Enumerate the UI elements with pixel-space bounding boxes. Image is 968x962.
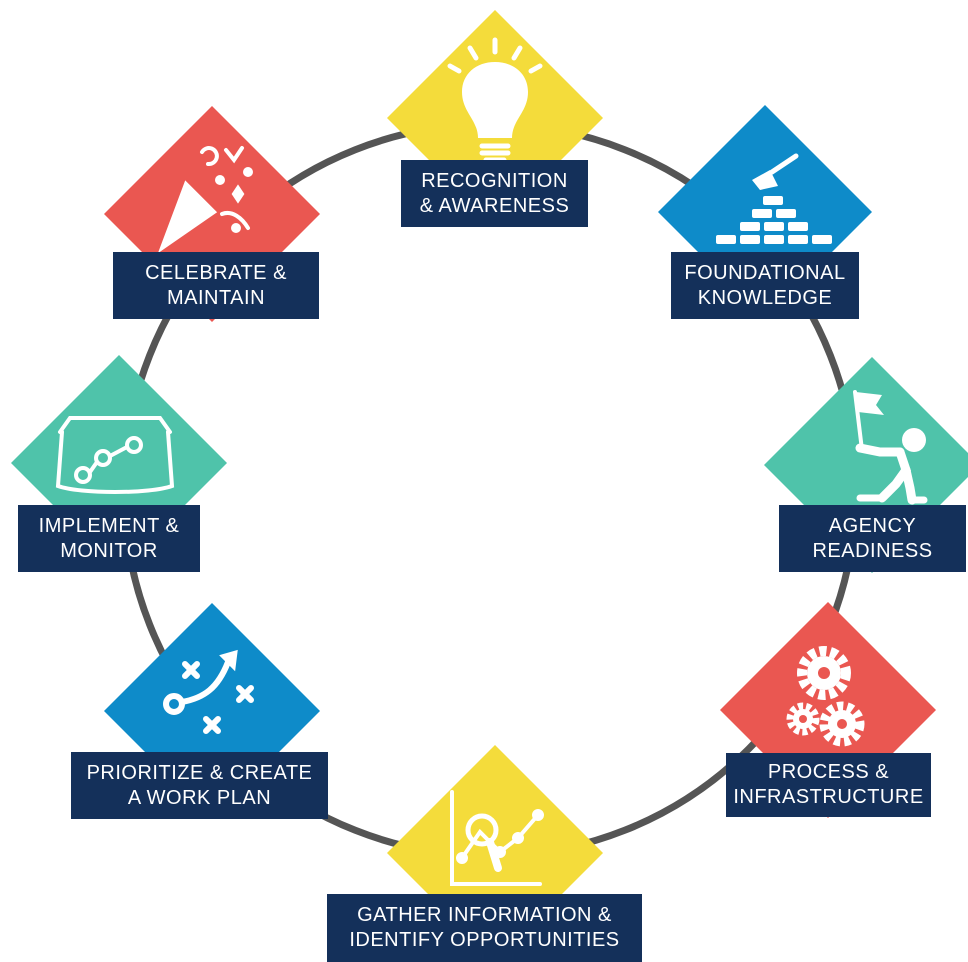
recognition-label: RECOGNITION & AWARENESS — [401, 160, 588, 227]
agency-label-line1: AGENCY — [828, 514, 917, 537]
implement-label-line1: IMPLEMENT & — [38, 514, 180, 537]
foundational-label-line2: KNOWLEDGE — [697, 286, 833, 309]
prioritize-label: PRIORITIZE & CREATE A WORK PLAN — [71, 752, 328, 819]
gather-label-line1: GATHER INFORMATION & — [357, 904, 612, 926]
celebrate-label-line2: MAINTAIN — [166, 286, 266, 309]
gather-label-line2: IDENTIFY OPPORTUNITIES — [349, 929, 620, 951]
prioritize-label-line1: PRIORITIZE & CREATE — [86, 761, 313, 784]
process-label-line2: INFRASTRUCTURE — [733, 786, 924, 808]
implement-label: IMPLEMENT & MONITOR — [18, 505, 200, 572]
recognition-label-line1: RECOGNITION — [421, 169, 568, 192]
process-label-line1: PROCESS & — [767, 761, 890, 783]
runner-flag-icon — [853, 390, 928, 505]
brick-wall-trowel-icon — [716, 153, 832, 244]
foundational-label-line1: FOUNDATIONAL — [684, 261, 846, 284]
chart-magnifier-icon — [450, 790, 544, 886]
celebrate-label: CELEBRATE & MAINTAIN — [113, 252, 319, 319]
agency-label-line2: READINESS — [812, 539, 933, 562]
lightbulb-icon — [447, 37, 543, 163]
strategy-play-icon — [163, 649, 254, 734]
process-label: PROCESS & INFRASTRUCTURE — [726, 753, 931, 817]
foundational-label: FOUNDATIONAL KNOWLEDGE — [671, 252, 859, 319]
agency-label: AGENCY READINESS — [779, 505, 966, 572]
party-popper-icon — [157, 146, 253, 254]
gather-label: GATHER INFORMATION & IDENTIFY OPPORTUNIT… — [327, 894, 642, 962]
celebrate-label-line1: CELEBRATE & — [145, 261, 287, 284]
implement-label-line2: MONITOR — [60, 539, 158, 562]
recognition-label-line2: & AWARENESS — [419, 194, 570, 217]
gears-icon — [786, 646, 865, 747]
prioritize-label-line2: A WORK PLAN — [127, 786, 272, 809]
roadmap-scroll-icon — [55, 416, 175, 494]
